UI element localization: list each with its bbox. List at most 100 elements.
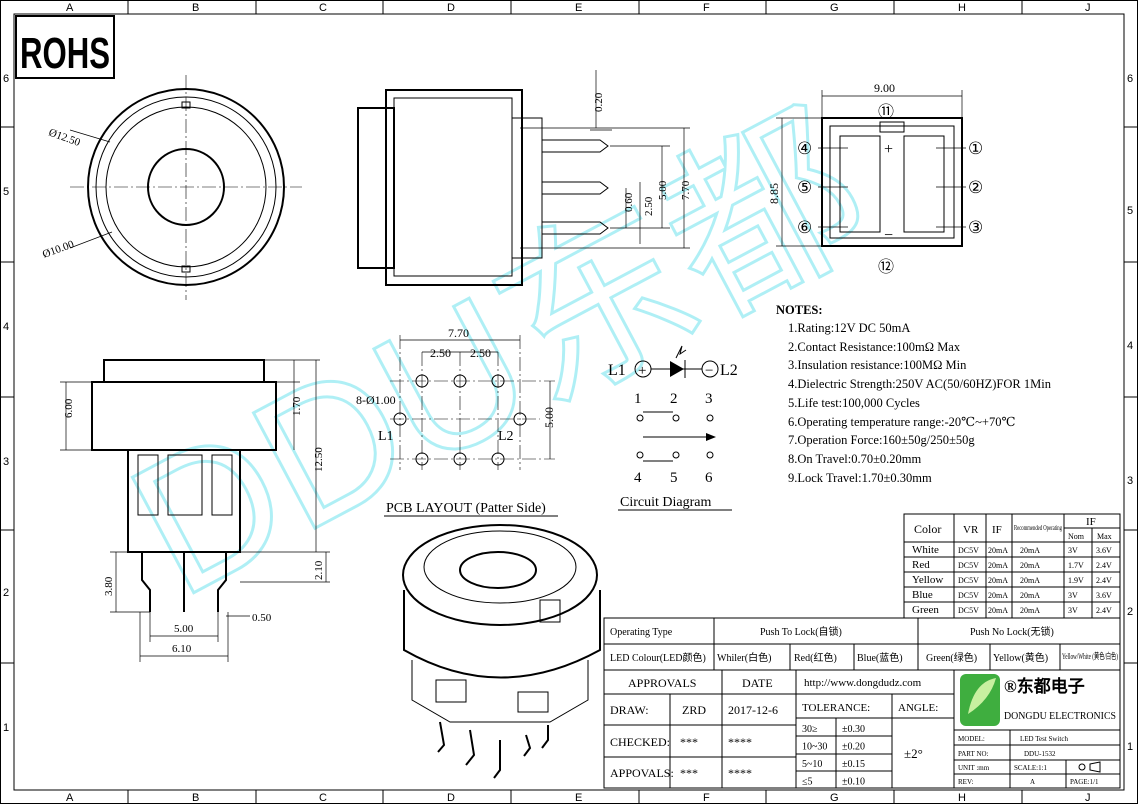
led-cell: 1.7V xyxy=(1068,561,1084,570)
grid-col-f: F xyxy=(703,2,710,14)
led-cell: 3.6V xyxy=(1096,591,1112,600)
grid-labels: A B C D E F G H J A B C D E F G H J 6 5 … xyxy=(3,2,1133,804)
led-cell: 20mA xyxy=(988,606,1008,615)
grid-col-j: J xyxy=(1085,2,1091,14)
circuit-pin-5: 5 xyxy=(670,470,678,486)
led-h-max: Max xyxy=(1097,532,1112,541)
led-cell: 1.9V xyxy=(1068,576,1084,585)
tol-range: ≤5 xyxy=(802,777,813,788)
tb-unit-k: UNIT :mm xyxy=(958,764,990,772)
dim-060: 0.60 xyxy=(623,192,635,212)
led-cell: 20mA xyxy=(988,546,1008,555)
tb-rev-k: REV: xyxy=(958,778,973,786)
led-cell: 20mA xyxy=(1020,606,1040,615)
grid-row-1-right: 1 xyxy=(1127,741,1133,753)
side-view: 0.20 0.60 2.50 5.00 7.70 xyxy=(357,70,692,286)
note-4: 4.Dielectric Strength:250V AC(50/60HZ)FO… xyxy=(788,377,1052,391)
led-h-vr: VR xyxy=(963,524,979,536)
dim-610: 6.10 xyxy=(172,643,192,655)
circuit-pin-4: 4 xyxy=(634,470,642,486)
grid-col-d-bottom: D xyxy=(447,792,455,804)
tb-part-v: DDU-1532 xyxy=(1024,750,1056,758)
tol-value: ±0.30 xyxy=(842,724,865,735)
title-block: APPROVALS DATE http://www.dongdudz.com D… xyxy=(603,669,1121,789)
led-cell: 20mA xyxy=(1020,576,1040,585)
note-7: 7.Operation Force:160±50g/250±50g xyxy=(788,433,975,447)
led-cell: 3V xyxy=(1068,606,1078,615)
grid-col-h-bottom: H xyxy=(958,792,966,804)
grid-col-b-bottom: B xyxy=(192,792,199,804)
projection-symbol-icon xyxy=(1078,761,1101,773)
full-side-view: 6.00 1.70 12.50 2.10 3.80 0.50 5.00 6.10 xyxy=(60,359,330,662)
circuit-pin-1: 1 xyxy=(634,391,642,407)
op-push-nolock: Push No Lock(无锁) xyxy=(970,625,1054,638)
led-cell: DC5V xyxy=(958,561,979,570)
led-table: Color VR IF Recommended Operating IF Nom… xyxy=(903,513,1121,619)
tol-range: 30≥ xyxy=(802,724,818,735)
led-cell: DC5V xyxy=(958,606,979,615)
dim-210: 2.10 xyxy=(313,560,325,580)
grid-col-b: B xyxy=(192,2,199,14)
tb-appvals-date: **** xyxy=(728,766,752,780)
led-cell: White xyxy=(912,544,939,556)
led-cell: 3V xyxy=(1068,546,1078,555)
company-logo-icon xyxy=(960,674,1000,726)
dim-770-side: 7.70 xyxy=(680,180,692,200)
tb-angle-val: ±2° xyxy=(904,746,923,761)
led-h-if: IF xyxy=(992,524,1002,536)
dim-250: 2.50 xyxy=(643,196,655,216)
tb-draw: DRAW: xyxy=(610,703,649,717)
pcb-hole-spec: 8-Ø1.00 xyxy=(356,393,396,407)
tol-range: 10~30 xyxy=(802,742,827,753)
grid-row-6: 6 xyxy=(3,73,9,85)
led-cell: Blue xyxy=(912,589,933,601)
dim-170: 1.70 xyxy=(291,396,303,416)
led-cell: DC5V xyxy=(958,576,979,585)
op-colour-red: Red(红色) xyxy=(794,651,837,664)
switch-3d-view xyxy=(402,524,601,779)
tb-appvals-name: *** xyxy=(680,766,698,780)
tb-tolerance: TOLERANCE: xyxy=(802,702,870,714)
led-h-nom: Nom xyxy=(1068,532,1085,541)
circuit-pin-3: 3 xyxy=(705,391,713,407)
led-cell: 3V xyxy=(1068,591,1078,600)
grid-row-2-right: 2 xyxy=(1127,606,1133,618)
tb-date: DATE xyxy=(742,676,773,690)
led-h-rec: Recommended Operating xyxy=(1014,524,1062,532)
circuit-l2: L2 xyxy=(720,362,738,379)
rohs-box xyxy=(15,15,115,79)
tb-part-k: PART NO: xyxy=(958,750,989,758)
grid-col-d: D xyxy=(447,2,455,14)
pcb-dim-250-left: 2.50 xyxy=(430,346,451,360)
led-cell: 20mA xyxy=(1020,561,1040,570)
note-5: 5.Life test:100,000 Cycles xyxy=(788,396,920,410)
pcb-l1: L1 xyxy=(378,429,394,444)
dim-1250: 12.50 xyxy=(313,447,325,472)
pin-5-label: ⑤ xyxy=(797,178,812,197)
tb-draw-name: ZRD xyxy=(682,703,706,717)
pin-l1-label: ⑪ xyxy=(878,103,894,121)
led-cell: DC5V xyxy=(958,591,979,600)
circuit-pin-2: 2 xyxy=(670,391,678,407)
grid-row-3: 3 xyxy=(3,456,9,468)
circuit-minus: − xyxy=(705,363,713,379)
dim-885: 8.85 xyxy=(767,183,781,204)
minus-sign: − xyxy=(884,227,893,244)
tb-logo-en: DONGDU ELECTRONICS xyxy=(1004,711,1116,722)
grid-row-6-right: 6 xyxy=(1127,73,1133,85)
led-cell: 20mA xyxy=(1020,591,1040,600)
led-cell: Green xyxy=(912,604,939,616)
led-cell: 3.6V xyxy=(1096,546,1112,555)
pin-4-label: ④ xyxy=(797,139,812,158)
pin-1-label: ① xyxy=(968,139,983,158)
op-colour-green: Green(绿色) xyxy=(926,651,977,664)
op-colour-yellow-white: Yellow/White (黄色/白色) xyxy=(1062,651,1118,661)
dim-380: 3.80 xyxy=(103,576,115,596)
led-cell: Red xyxy=(912,559,930,571)
circuit-l1: L1 xyxy=(608,362,626,379)
tb-url: http://www.dongdudz.com xyxy=(804,677,922,689)
led-cell: 20mA xyxy=(988,591,1008,600)
tb-checked-date: **** xyxy=(728,735,752,749)
tb-checked: CHECKED: xyxy=(610,735,670,749)
